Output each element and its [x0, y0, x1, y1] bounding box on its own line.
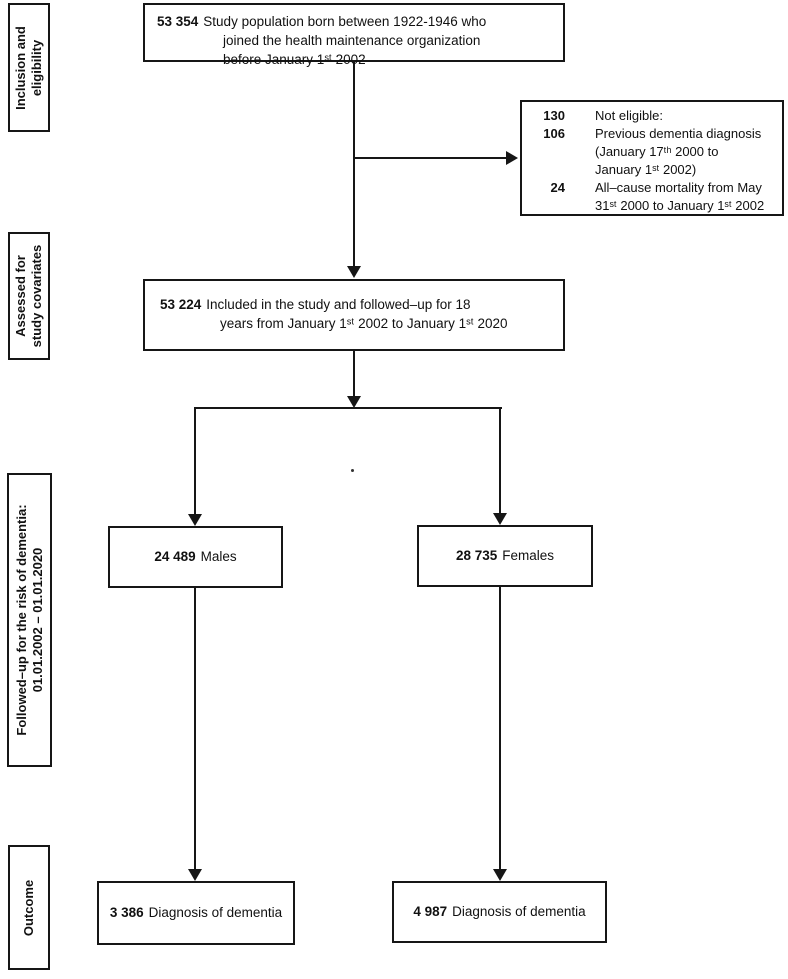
arrowhead-right-icon [506, 151, 518, 165]
side-label-inclusion-text: Inclusion and eligibility [12, 25, 44, 110]
exclusion-row: 24 All–cause mortality from May 31ˢᵗ 200… [530, 179, 776, 215]
box-not-eligible: 130 Not eligible: 106 Previous dementia … [520, 100, 784, 216]
count-value: 24 [550, 179, 565, 195]
side-label-outcome-text: Outcome [20, 879, 36, 936]
count-value: 3 386 [109, 905, 144, 921]
box-included: 53 224 Included in the study and followed… [143, 279, 565, 351]
arrowhead-down-icon [493, 513, 507, 525]
exclusion-row-text: Previous dementia diagnosis (January 17ᵗ… [595, 125, 762, 177]
box-included-text: Included in the study and followed–up fo… [206, 297, 508, 332]
count-value: 28 735 [455, 548, 498, 564]
side-label-covariates: Assessed for study covariates [8, 232, 50, 360]
arrowhead-down-icon [188, 514, 202, 526]
box-study-population: 53 354 Study population born between 1922… [143, 3, 565, 67]
arrow-to-not-eligible-line [354, 157, 506, 159]
side-label-inclusion: Inclusion and eligibility [8, 3, 50, 132]
arrow-males-to-outcome-line [194, 588, 196, 869]
exclusion-row: 130 Not eligible: [530, 107, 776, 125]
count-value: 4 987 [413, 904, 448, 920]
arrow-split-to-females-line [499, 407, 501, 513]
split-line [194, 407, 502, 409]
side-label-followup-text: Followed–up for the risk of dementia: 01… [13, 504, 45, 736]
arrow-top-to-included-line [353, 62, 355, 266]
count-value: 53 354 [157, 14, 199, 29]
exclusion-row-text: Not eligible: [595, 108, 663, 123]
arrowhead-down-icon [347, 396, 361, 408]
box-study-population-text: Study population born between 1922-1946 … [203, 14, 487, 68]
count-value: 130 [543, 108, 565, 123]
arrowhead-down-icon [347, 266, 361, 278]
side-label-outcome: Outcome [8, 845, 50, 970]
exclusion-row-text: All–cause mortality from May 31ˢᵗ 2000 t… [595, 179, 765, 213]
count-value: 106 [543, 125, 565, 141]
arrowhead-down-icon [188, 869, 202, 881]
arrow-included-to-split-line [353, 351, 355, 396]
side-label-followup: Followed–up for the risk of dementia: 01… [7, 473, 52, 767]
arrowhead-down-icon [493, 869, 507, 881]
arrow-split-to-males-line [194, 407, 196, 515]
arrow-females-to-outcome-line [499, 587, 501, 869]
count-value: 24 489 [154, 549, 196, 565]
exclusion-row: 106 Previous dementia diagnosis (January… [530, 125, 776, 179]
stray-dot [351, 469, 354, 472]
count-value: 53 224 [160, 297, 202, 312]
side-label-covariates-text: Assessed for study covariates [12, 244, 44, 348]
